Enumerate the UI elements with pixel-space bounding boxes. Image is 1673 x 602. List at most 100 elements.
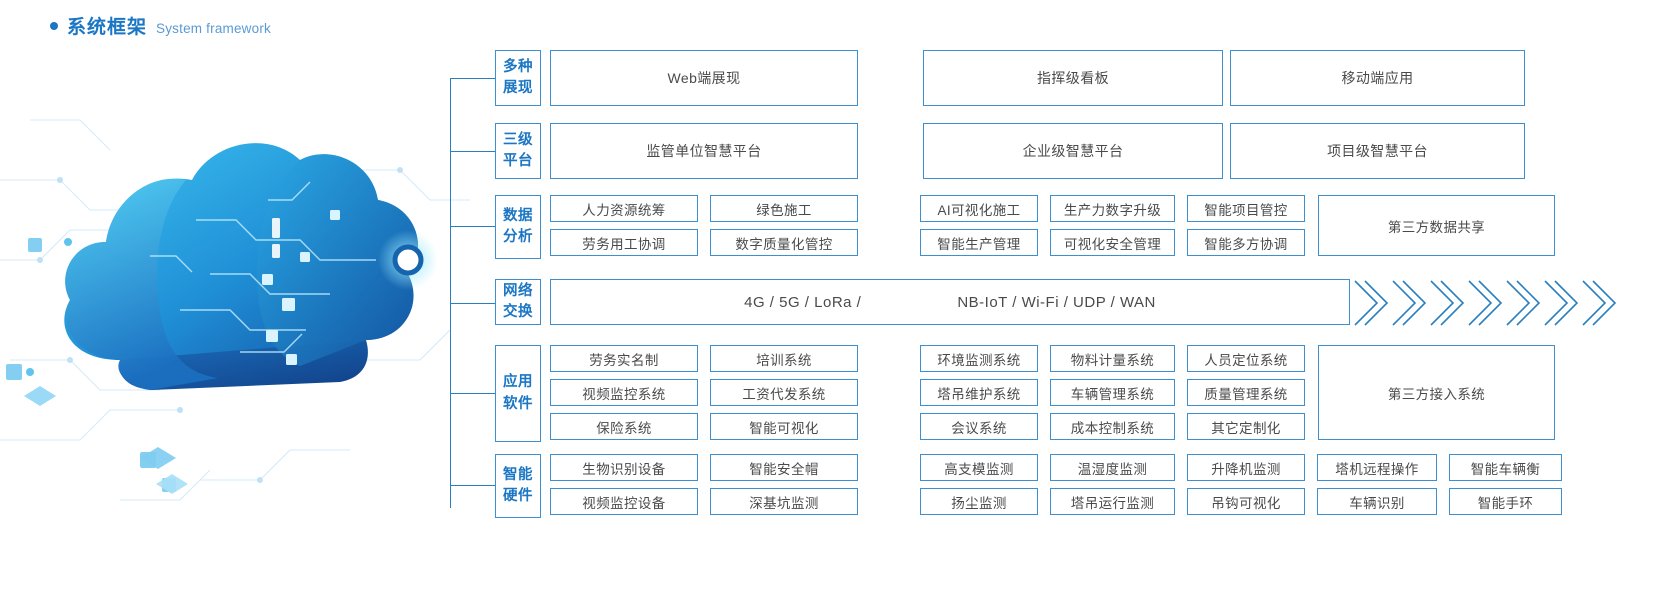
box-app-left-0-0[interactable]: 劳务实名制: [550, 345, 698, 372]
box-data-left-1-1[interactable]: 数字质量化管控: [710, 229, 858, 256]
row-label-display: 多种 展现: [495, 50, 541, 106]
chevron-right-icon: [1392, 280, 1427, 326]
box-hw-right-1-4[interactable]: 智能手环: [1449, 488, 1562, 515]
box-hw-right-1-3[interactable]: 车辆识别: [1317, 488, 1437, 515]
row-label-application-line2: 软件: [503, 395, 533, 412]
row-platform: 三级 平台 监管单位智慧平台 企业级智慧平台 项目级智慧平台: [495, 123, 1673, 179]
branch-connector-hardware: [450, 485, 495, 486]
box-hw-right-1-0[interactable]: 扬尘监测: [920, 488, 1038, 515]
chevron-right-icon: [1506, 280, 1541, 326]
box-hw-left-0-1[interactable]: 智能安全帽: [710, 454, 858, 481]
chevron-right-icon: [1354, 280, 1389, 326]
framework-rows: 多种 展现 Web端展现 指挥级看板 移动端应用 三级 平台 监管单位智慧平台 …: [450, 45, 1673, 525]
group-data-left: 人力资源统筹 绿色施工 劳务用工协调 数字质量化管控: [550, 195, 858, 259]
box-app-right-0-1[interactable]: 物料计量系统: [1050, 345, 1175, 372]
row-application-software: 应用 软件 劳务实名制 培训系统 视频监控系统 工资代发系统 保险系统 智能可视…: [495, 345, 1673, 442]
box-data-right-1-0[interactable]: 智能生产管理: [920, 229, 1038, 256]
box-data-right-0-2[interactable]: 智能项目管控: [1187, 195, 1305, 222]
group-app-right: 环境监测系统 物料计量系统 人员定位系统 塔吊维护系统 车辆管理系统 质量管理系…: [920, 345, 1305, 442]
row-label-platform: 三级 平台: [495, 123, 541, 179]
row-label-display-line2: 展现: [503, 80, 533, 96]
box-hw-left-1-1[interactable]: 深基坑监测: [710, 488, 858, 515]
branch-connector-data-analysis: [450, 226, 495, 227]
box-app-left-2-0[interactable]: 保险系统: [550, 413, 698, 440]
box-app-left-2-1[interactable]: 智能可视化: [710, 413, 858, 440]
box-hw-right-1-2[interactable]: 吊钩可视化: [1187, 488, 1305, 515]
row-label-network-line2: 交换: [503, 304, 533, 320]
box-data-right-1-2[interactable]: 智能多方协调: [1187, 229, 1305, 256]
box-app-right-1-1[interactable]: 车辆管理系统: [1050, 379, 1175, 406]
row-network: 网络 交换 4G / 5G / LoRa / NB-IoT / Wi-Fi / …: [495, 279, 1673, 326]
branch-connector-application: [450, 393, 495, 394]
row-label-platform-line1: 三级: [503, 131, 533, 148]
box-app-left-0-1[interactable]: 培训系统: [710, 345, 858, 372]
row-label-network-line1: 网络: [503, 282, 533, 299]
chevron-right-icon: [1430, 280, 1465, 326]
row-label-application-line1: 应用: [503, 374, 533, 391]
box-third-party-access-system[interactable]: 第三方接入系统: [1318, 345, 1555, 440]
box-app-left-1-0[interactable]: 视频监控系统: [550, 379, 698, 406]
page-title: 系统框架 System framework: [50, 12, 271, 39]
box-app-right-2-2[interactable]: 其它定制化: [1187, 413, 1305, 440]
box-data-left-0-0[interactable]: 人力资源统筹: [550, 195, 698, 222]
row-label-data-analysis-line1: 数据: [503, 207, 533, 224]
box-app-right-0-0[interactable]: 环境监测系统: [920, 345, 1038, 372]
row-display: 多种 展现 Web端展现 指挥级看板 移动端应用: [495, 50, 1673, 106]
chevron-right-icon: [1582, 280, 1617, 326]
box-platform-1[interactable]: 企业级智慧平台: [923, 123, 1223, 179]
cloud-illustration: [0, 60, 470, 530]
box-display-0[interactable]: Web端展现: [550, 50, 858, 106]
trunk-connector: [450, 78, 451, 508]
row-label-smart-hardware: 智能 硬件: [495, 454, 541, 518]
page-title-en: System framework: [156, 21, 271, 36]
box-display-1[interactable]: 指挥级看板: [923, 50, 1223, 106]
bullet-dot-icon: [50, 22, 58, 30]
box-data-right-0-0[interactable]: AI可视化施工: [920, 195, 1038, 222]
row-label-hardware-line2: 硬件: [503, 488, 533, 504]
row-label-display-line1: 多种: [503, 58, 533, 75]
box-platform-0[interactable]: 监管单位智慧平台: [550, 123, 858, 179]
box-app-right-0-2[interactable]: 人员定位系统: [1187, 345, 1305, 372]
box-hw-right-0-2[interactable]: 升降机监测: [1187, 454, 1305, 481]
box-hw-left-0-0[interactable]: 生物识别设备: [550, 454, 698, 481]
box-platform-2[interactable]: 项目级智慧平台: [1230, 123, 1525, 179]
box-display-2[interactable]: 移动端应用: [1230, 50, 1525, 106]
box-app-left-1-1[interactable]: 工资代发系统: [710, 379, 858, 406]
row-smart-hardware: 智能 硬件 生物识别设备 智能安全帽 视频监控设备 深基坑监测: [495, 454, 1673, 518]
box-data-right-0-1[interactable]: 生产力数字升级: [1050, 195, 1175, 222]
network-bar: 4G / 5G / LoRa / NB-IoT / Wi-Fi / UDP / …: [550, 279, 1617, 326]
row-label-hardware-line1: 智能: [503, 466, 533, 483]
box-hw-right-0-0[interactable]: 高支模监测: [920, 454, 1038, 481]
row-label-data-analysis-line2: 分析: [503, 229, 533, 245]
row-label-data-analysis: 数据 分析: [495, 195, 541, 259]
box-app-right-2-0[interactable]: 会议系统: [920, 413, 1038, 440]
box-third-party-data-share[interactable]: 第三方数据共享: [1318, 195, 1555, 256]
network-text-right: NB-IoT / Wi-Fi / UDP / WAN: [957, 293, 1156, 311]
page-title-zh: 系统框架: [67, 17, 148, 38]
group-data-right: AI可视化施工 生产力数字升级 智能项目管控 智能生产管理 可视化安全管理 智能…: [920, 195, 1305, 259]
box-app-right-2-1[interactable]: 成本控制系统: [1050, 413, 1175, 440]
box-app-right-1-0[interactable]: 塔吊维护系统: [920, 379, 1038, 406]
box-hw-right-0-3[interactable]: 塔机远程操作: [1317, 454, 1437, 481]
row-label-application-software: 应用 软件: [495, 345, 541, 442]
chevron-arrow-group: [1351, 280, 1617, 326]
group-app-left: 劳务实名制 培训系统 视频监控系统 工资代发系统 保险系统 智能可视化: [550, 345, 858, 442]
row-label-network: 网络 交换: [495, 279, 541, 325]
chevron-right-icon: [1544, 280, 1579, 326]
row-label-platform-line2: 平台: [503, 153, 533, 169]
branch-connector-display: [450, 78, 495, 79]
box-hw-right-0-1[interactable]: 温湿度监测: [1050, 454, 1175, 481]
box-app-right-1-2[interactable]: 质量管理系统: [1187, 379, 1305, 406]
group-hw-right: 高支模监测 温湿度监测 升降机监测 塔机远程操作 智能车辆衡 扬尘监测 塔吊运行…: [920, 454, 1562, 518]
box-hw-right-1-1[interactable]: 塔吊运行监测: [1050, 488, 1175, 515]
network-text-left: 4G / 5G / LoRa /: [744, 293, 862, 311]
box-data-right-1-1[interactable]: 可视化安全管理: [1050, 229, 1175, 256]
box-hw-right-0-4[interactable]: 智能车辆衡: [1449, 454, 1562, 481]
group-hw-left: 生物识别设备 智能安全帽 视频监控设备 深基坑监测: [550, 454, 858, 518]
box-hw-left-1-0[interactable]: 视频监控设备: [550, 488, 698, 515]
branch-connector-platform: [450, 151, 495, 152]
box-data-left-1-0[interactable]: 劳务用工协调: [550, 229, 698, 256]
row-data-analysis: 数据 分析 人力资源统筹 绿色施工 劳务用工协调 数字质量化管控: [495, 195, 1673, 259]
box-data-left-0-1[interactable]: 绿色施工: [710, 195, 858, 222]
